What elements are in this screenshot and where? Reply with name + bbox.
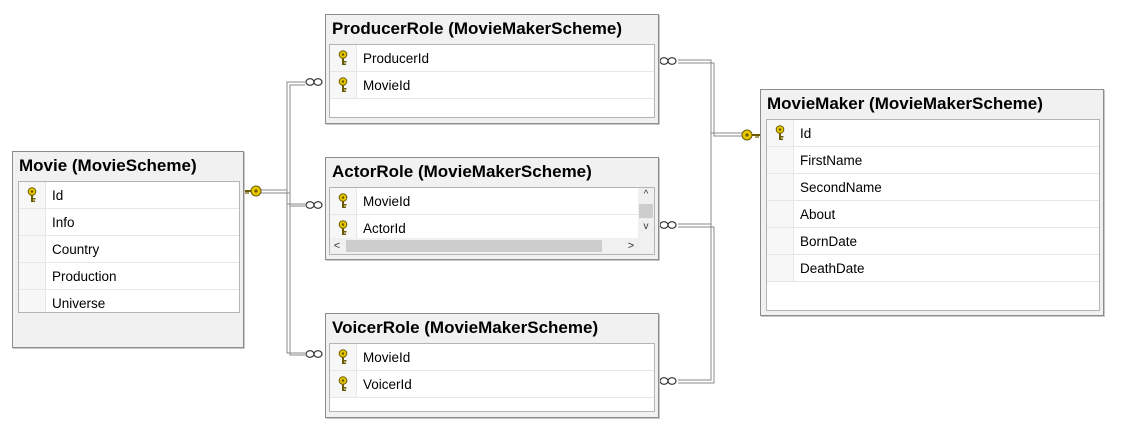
column-name: VoicerId [363,376,412,392]
scroll-right-arrow-icon[interactable]: > [627,240,635,252]
table-title: ActorRole (MovieMakerScheme) [332,162,592,181]
row-selector [19,209,46,235]
scroll-up-arrow-icon[interactable]: ^ [643,189,649,200]
column-name: Info [52,214,75,230]
column-row[interactable]: FirstName [767,147,1099,174]
column-name: Id [800,125,812,141]
column-row[interactable]: Id [767,120,1099,147]
key-icon [330,215,357,241]
column-name: ProducerId [363,50,430,66]
table-title: VoicerRole (MovieMakerScheme) [332,318,599,337]
vertical-scrollbar[interactable]: ^ v [638,188,654,238]
key-end-moviemaker [741,129,760,141]
column-row[interactable]: MovieId [330,72,654,99]
table-title: ProducerRole (MovieMakerScheme) [332,19,623,38]
column-name: DeathDate [800,260,865,276]
row-selector [19,290,46,312]
column-name: ActorId [363,220,406,236]
key-icon [330,45,357,71]
column-name: Universe [52,295,106,311]
column-name: MovieId [363,193,411,209]
horizontal-scrollbar[interactable]: < > [330,238,638,254]
scroll-down-arrow-icon[interactable]: v [643,221,649,232]
row-selector [767,228,794,254]
many-end-symbols [305,57,677,385]
key-icon [767,120,794,146]
column-row[interactable]: ProducerId [330,45,654,72]
column-name: About [800,206,836,222]
key-icon [330,72,357,98]
column-row[interactable]: MovieId [330,344,654,371]
column-row[interactable]: MovieId [330,188,654,215]
column-row[interactable]: DeathDate [767,255,1099,282]
row-selector [767,174,794,200]
scroll-thumb[interactable] [639,204,653,218]
column-name: SecondName [800,179,882,195]
column-row[interactable]: BornDate [767,228,1099,255]
infinity-icon [305,78,323,86]
table-title: Movie (MovieScheme) [19,156,197,175]
scroll-thumb[interactable] [346,240,602,252]
table-producer-role[interactable]: ProducerRole (MovieMakerScheme) Producer… [325,14,659,124]
column-name: Country [52,241,100,257]
row-selector [19,236,46,262]
column-row[interactable]: SecondName [767,174,1099,201]
column-name: MovieId [363,349,411,365]
column-row[interactable]: Country [19,236,239,263]
key-icon [19,182,46,208]
column-name: Production [52,268,117,284]
row-selector [19,263,46,289]
infinity-icon [659,57,677,65]
column-row[interactable]: Info [19,209,239,236]
column-row[interactable]: About [767,201,1099,228]
key-end-movie [244,185,262,197]
row-selector [767,147,794,173]
key-icon [330,371,357,397]
key-icon [330,344,357,370]
infinity-icon [305,350,323,358]
column-name: BornDate [800,233,858,249]
key-icon [330,188,357,214]
column-row[interactable]: VoicerId [330,371,654,398]
row-selector [767,201,794,227]
infinity-icon [659,377,677,385]
scroll-corner [638,238,654,254]
column-name: MovieId [363,77,411,93]
infinity-icon [305,201,323,209]
column-name: Id [52,187,64,203]
row-selector [767,255,794,281]
scroll-left-arrow-icon[interactable]: < [333,240,341,252]
column-row[interactable]: Id [19,182,239,209]
table-title: MovieMaker (MovieMakerScheme) [767,94,1043,113]
column-row[interactable]: Universe [19,290,239,312]
infinity-icon [659,221,677,229]
column-row[interactable]: Production [19,263,239,290]
column-name: FirstName [800,152,863,168]
